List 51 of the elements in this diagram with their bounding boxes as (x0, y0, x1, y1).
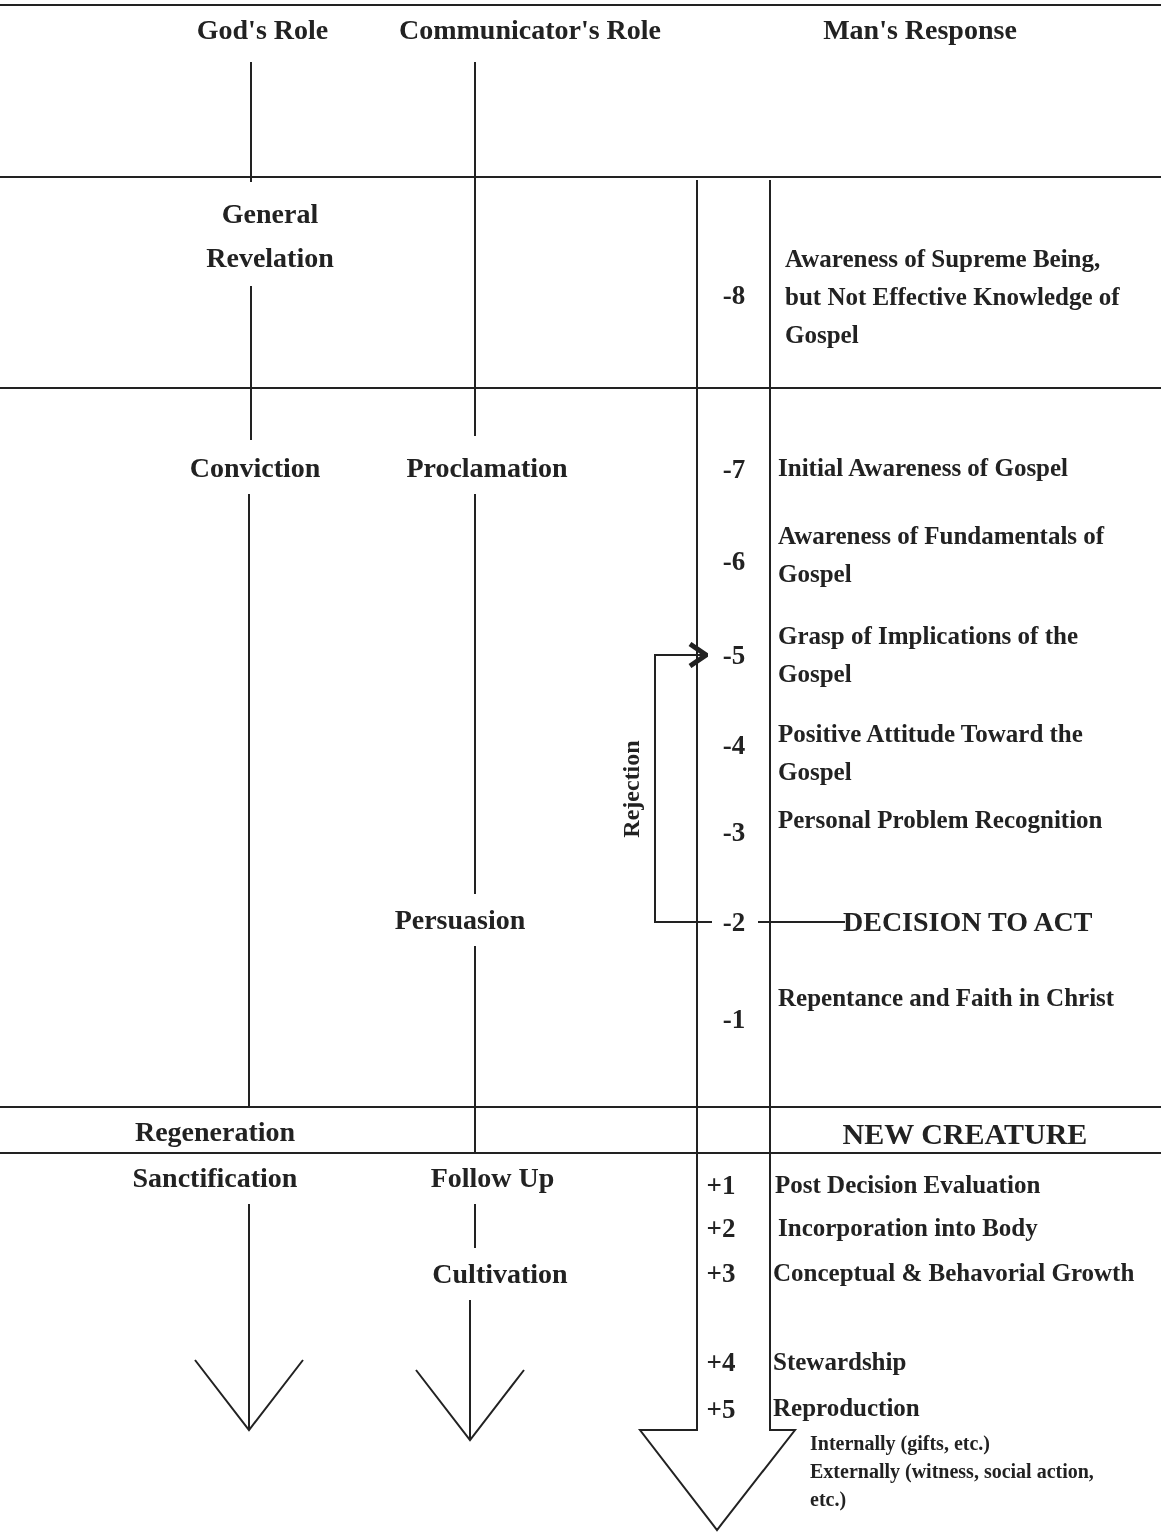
role-label: Proclamation (372, 446, 602, 490)
stage-description: Initial Awareness of Gospel (778, 453, 1070, 483)
connector-line (474, 493, 476, 895)
stage-number: +5 (701, 1392, 741, 1426)
stage-number: -4 (714, 728, 754, 762)
arrow (194, 1203, 304, 1431)
column-heading: Communicator's Role (385, 8, 675, 52)
stage-description: Awareness of Fundamentals of Gospel (778, 521, 1106, 589)
stage-description: Grasp of Implications of the Gospel (778, 621, 1079, 689)
stage-number: +1 (701, 1168, 741, 1202)
arrow (415, 1299, 525, 1441)
connector-line (248, 493, 250, 1107)
stage-number: -5 (714, 638, 754, 672)
stage-number: -3 (714, 815, 754, 849)
stage-number: -8 (714, 278, 754, 312)
stage-description: Stewardship (773, 1347, 908, 1377)
stage-number: +3 (701, 1256, 741, 1290)
role-label: Follow Up (400, 1156, 585, 1200)
note-text: Internally (gifts, etc.) (810, 1431, 991, 1457)
connector-line (474, 61, 476, 437)
stage-number: -2 (714, 905, 754, 939)
stage-number: -7 (714, 452, 754, 486)
stage-description: Conceptual & Behavorial Growth (773, 1258, 1136, 1288)
stage-description: Reproduction (773, 1393, 921, 1423)
stage-number: +4 (701, 1345, 741, 1379)
connector-line (250, 285, 252, 441)
stage-number: -1 (714, 1002, 754, 1036)
connector-line (474, 945, 476, 1153)
note-text: Externally (witness, social action, etc.) (810, 1459, 1095, 1513)
stage-description: Repentance and Faith in Christ (778, 983, 1116, 1013)
column-heading: God's Role (185, 8, 340, 52)
role-label: Regeneration (100, 1110, 330, 1154)
connector-line (474, 1203, 476, 1249)
column-heading: Man's Response (820, 8, 1020, 52)
arrow (654, 641, 713, 923)
decision-label: DECISION TO ACT (843, 900, 1133, 944)
connector-line (250, 61, 252, 183)
stage-description: Incorporation into Body (778, 1213, 1039, 1243)
stage-description: Positive Attitude Toward the Gospel (778, 719, 1084, 787)
stage-heading: NEW CREATURE (841, 1116, 1089, 1152)
connector-line (757, 921, 846, 923)
stage-description: Awareness of Supreme Being, but Not Effective Knowledge of Gospel (785, 244, 1121, 350)
role-label: Persuasion (360, 898, 560, 942)
stage-number: +2 (701, 1211, 741, 1245)
role-label: Cultivation (405, 1252, 595, 1296)
stage-description: Personal Problem Recognition (778, 805, 1104, 835)
role-label: General Revelation (160, 192, 380, 280)
stage-number: -6 (714, 544, 754, 578)
role-label: Sanctification (95, 1156, 335, 1200)
role-label: Conviction (160, 446, 350, 490)
stage-description: Post Decision Evaluation (775, 1170, 1042, 1200)
